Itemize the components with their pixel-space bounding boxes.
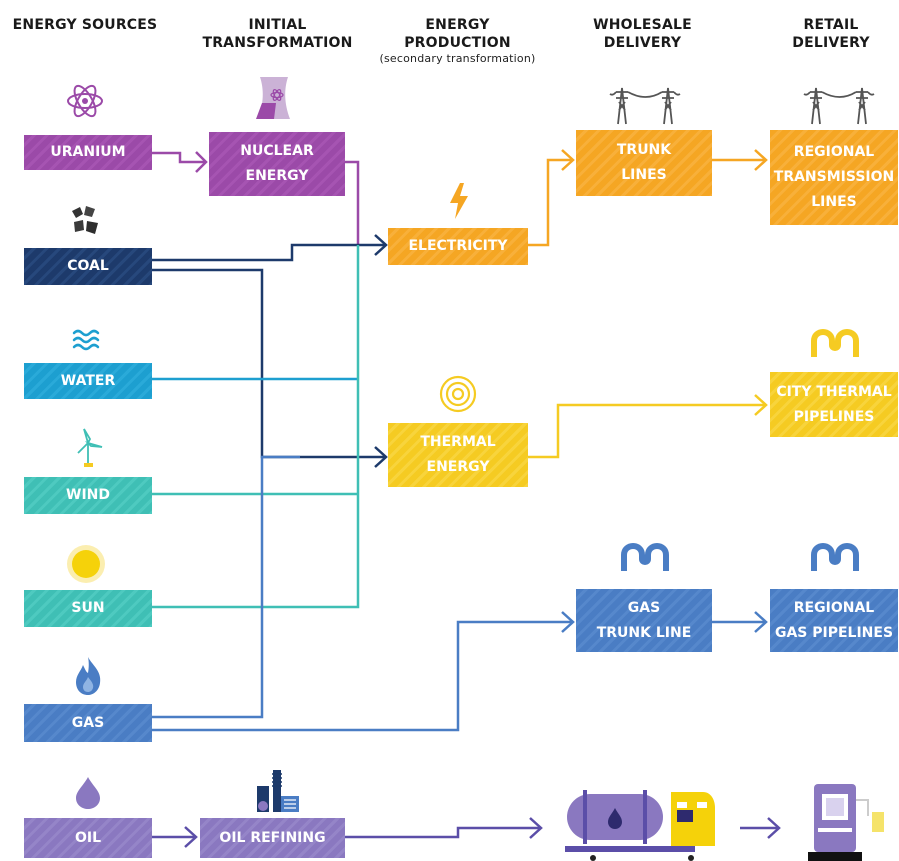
oil-refining-box: OIL REFINING <box>200 818 345 858</box>
fuel-pump-icon <box>808 784 884 861</box>
oil-drop-icon <box>76 777 100 809</box>
sun-icon <box>67 545 105 583</box>
pipe-loop-icon <box>811 543 859 571</box>
header-energy-production: ENERGY PRODUCTION (secondary transformat… <box>379 17 536 65</box>
connector-coal-thermal <box>152 268 385 459</box>
source-uranium: URANIUM <box>24 135 152 170</box>
connector-electricity-trunk <box>528 158 572 247</box>
refinery-icon <box>257 770 299 812</box>
connector-refining-transport <box>345 826 540 839</box>
connector-uranium-nuclear <box>152 151 205 164</box>
arrow-oil-retail <box>767 817 781 839</box>
electricity-box: ELECTRICITY <box>388 228 528 265</box>
pipe-loop-icon <box>621 543 669 571</box>
atom-icon <box>67 84 103 118</box>
heat-rings-icon <box>439 375 477 413</box>
source-sun: SUN <box>24 590 152 627</box>
arrow-gas-trunk <box>561 611 575 633</box>
source-water: WATER <box>24 363 152 399</box>
wind-turbine-icon <box>77 428 103 467</box>
arrow-city-thermal <box>754 394 768 416</box>
flame-icon <box>76 657 101 695</box>
header-energy-sources: ENERGY SOURCES <box>12 17 158 33</box>
arrow-gas-regional <box>754 611 768 633</box>
arrow-uranium-nuclear <box>195 151 208 173</box>
header-wholesale-delivery: WHOLESALE DELIVERY <box>593 17 692 51</box>
pipe-loop-icon <box>811 329 859 357</box>
waves-icon <box>72 329 100 351</box>
arrow-electricity <box>374 234 388 256</box>
arrow-trunk <box>561 149 575 171</box>
source-coal: COAL <box>24 248 152 285</box>
connector-sun <box>152 245 360 609</box>
connector-gas-trunk <box>152 620 572 732</box>
connector-gas-thermal <box>152 455 300 719</box>
source-oil: OIL <box>24 818 152 858</box>
cooling-tower-icon <box>256 77 290 119</box>
source-gas: GAS <box>24 704 152 742</box>
arrow-oil-refining <box>184 826 198 848</box>
arrow-oil-transport <box>529 817 543 839</box>
source-wind: WIND <box>24 477 152 514</box>
connector-thermal-city <box>528 403 765 459</box>
power-pylon-icon <box>609 87 681 125</box>
header-initial-transformation: INITIAL TRANSFORMATION <box>202 17 353 51</box>
coal-icon <box>72 206 98 234</box>
arrow-thermal <box>374 446 388 468</box>
connector-coal-electricity <box>152 243 385 262</box>
arrow-regional-tx <box>754 149 768 171</box>
tank-truck-icon <box>565 790 715 861</box>
connector-nuclear-electricity <box>345 160 360 245</box>
power-pylon-icon <box>803 87 875 125</box>
lightning-icon <box>450 183 468 219</box>
header-retail-delivery: RETAIL DELIVERY <box>792 17 870 51</box>
